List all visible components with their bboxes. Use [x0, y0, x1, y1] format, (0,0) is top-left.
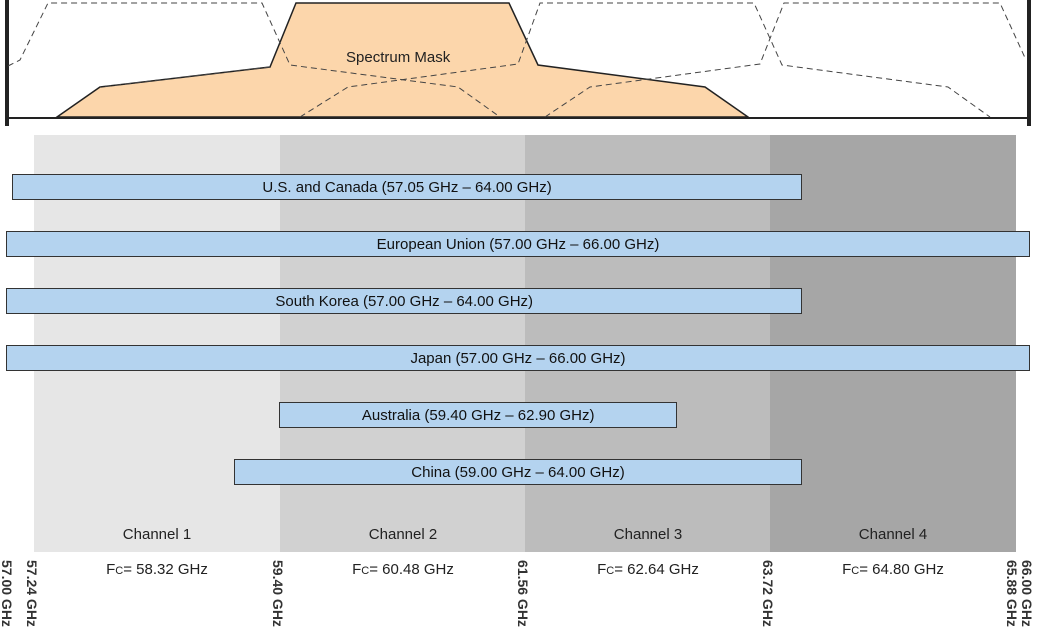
tick-66-00: 66.00 GHz	[1019, 560, 1035, 627]
region-bar-us-canada: U.S. and Canada (57.05 GHz – 64.00 GHz)	[11, 174, 803, 200]
channel-4-column	[770, 135, 1016, 552]
channel-3-center-frequency: FC= 62.64 GHz	[597, 561, 699, 578]
channel-4-label: Channel 4	[858, 526, 928, 543]
tick-61-56: 61.56 GHz	[515, 560, 531, 627]
region-bar-japan: Japan (57.00 GHz – 66.00 GHz)	[6, 345, 1030, 371]
channel-4-center-frequency: FC= 64.80 GHz	[842, 561, 944, 578]
tick-57-24: 57.24 GHz	[24, 560, 40, 627]
tick-59-40: 59.40 GHz	[270, 560, 286, 627]
channel-1-center-frequency: FC= 58.32 GHz	[106, 561, 208, 578]
tick-57-00: 57.00 GHz	[0, 560, 15, 627]
channel-2-left-dashed	[99, 66, 271, 88]
channel-3-dashed-mask	[299, 2, 991, 118]
region-bar-china: China (59.00 GHz – 64.00 GHz)	[233, 459, 803, 485]
channel-1-label: Channel 1	[122, 526, 192, 543]
spectrum-mask-graphic	[5, 0, 1031, 126]
region-bar-south-korea: South Korea (57.00 GHz – 64.00 GHz)	[6, 288, 803, 314]
region-bar-australia: Australia (59.40 GHz – 62.90 GHz)	[279, 402, 678, 428]
channel-2-label: Channel 2	[368, 526, 438, 543]
tick-63-72: 63.72 GHz	[760, 560, 776, 627]
channel-1-dashed-mask	[7, 2, 501, 118]
channel-4-dashed-mask	[544, 2, 1027, 118]
region-bar-european-union: European Union (57.00 GHz – 66.00 GHz)	[6, 231, 1030, 257]
channel-3-label: Channel 3	[613, 526, 683, 543]
spectrum-mask-label: Spectrum Mask	[346, 49, 451, 66]
channel-2-center-frequency: FC= 60.48 GHz	[352, 561, 454, 578]
